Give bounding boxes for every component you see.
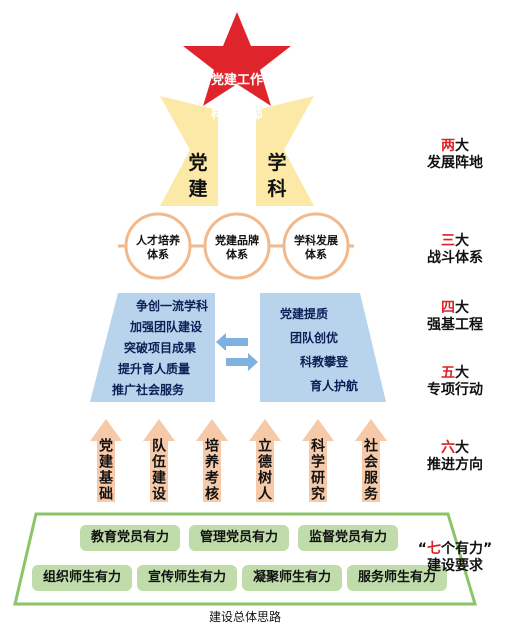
- right-action-shape: [260, 293, 386, 402]
- left-action-item: 争创一流学科: [136, 299, 209, 313]
- side-label-number: 五: [441, 365, 455, 381]
- requirement-pill: 管理党员有力: [189, 525, 289, 551]
- requirement-pill: 凝聚师生有力: [242, 565, 342, 591]
- side-label-prefix: “: [417, 541, 427, 557]
- requirement-pill: 监督党员有力: [298, 525, 398, 551]
- left-action-item: 加强团队建设: [130, 320, 203, 334]
- brand-system-label: 党建品牌 体系: [215, 234, 259, 261]
- discipline-system-label: 学科发展 体系: [294, 234, 338, 261]
- arrow-label-team-building: 队伍建设: [150, 438, 166, 502]
- right-action-item: 育人护航: [310, 379, 359, 393]
- side-label-number: 七: [427, 541, 441, 557]
- side-label-combat-systems: 三大 战斗体系: [395, 233, 515, 267]
- right-action-item: 团队创优: [290, 331, 339, 345]
- side-label-text: 强基工程: [427, 317, 483, 333]
- arrow-label-moral-education: 立德树人: [256, 438, 272, 502]
- left-action-shape: [90, 293, 215, 402]
- side-label-suffix: 大: [455, 365, 469, 381]
- left-action-item: 提升育人质量: [118, 362, 191, 376]
- side-label-requirements: “七个有力” 建设要求: [395, 541, 515, 575]
- right-action-item: 科教攀登: [300, 355, 349, 369]
- requirement-pill: 组织师生有力: [32, 565, 132, 591]
- side-label-directions: 六大 推进方向: [395, 440, 515, 474]
- requirement-pill: 宣传师生有力: [137, 565, 237, 591]
- talent-circle-shape: [124, 212, 192, 280]
- left-action-list: 争创一流学科 加强团队建设 突破项目成果 提升育人质量 推广社会服务: [112, 296, 208, 401]
- up-arrows-group: [90, 419, 387, 502]
- figure-caption: 建设总体思路: [208, 610, 281, 624]
- arrow-label-training-assessment: 培养考核: [203, 438, 219, 502]
- side-label-suffix: 大: [455, 440, 469, 456]
- requirements-frame: [13, 512, 478, 606]
- side-label-special-actions: 五大 专项行动: [395, 365, 515, 399]
- side-label-number: 四: [441, 300, 455, 316]
- arrow-label-social-service: 社会服务: [362, 438, 378, 502]
- right-action-list: 党建提质 团队创优 科教攀登 育人护航: [280, 302, 358, 398]
- exchange-arrows-icon: [216, 333, 258, 371]
- left-action-item: 突破项目成果: [124, 341, 197, 355]
- discipline-base-shape: [256, 96, 314, 206]
- arrow-label-party-foundation: 党建基础: [97, 438, 113, 502]
- brand-circle-shape: [203, 212, 271, 280]
- branch-title: 党建工作 样板支部: [200, 55, 274, 123]
- side-label-text: 发展阵地: [427, 155, 483, 171]
- side-label-suffix: 个有力”: [441, 541, 493, 557]
- side-label-number: 三: [441, 233, 455, 249]
- right-action-item: 党建提质: [280, 307, 329, 321]
- talent-system-label: 人才培养 体系: [136, 234, 180, 261]
- side-label-suffix: 大: [455, 233, 469, 249]
- side-label-development-bases: 两大 发展阵地: [395, 138, 515, 172]
- party-base-shape: [160, 96, 218, 206]
- side-label-number: 六: [441, 440, 455, 456]
- side-label-foundation-projects: 四大 强基工程: [395, 300, 515, 334]
- requirement-pill: 教育党员有力: [80, 525, 180, 551]
- side-label-number: 两: [441, 138, 455, 154]
- party-base-label: 党 建: [188, 152, 208, 200]
- side-label-text: 专项行动: [427, 382, 483, 398]
- arrow-label-scientific-research: 科学研究: [309, 438, 325, 502]
- discipline-circle-shape: [282, 212, 350, 280]
- side-label-text: 建设要求: [427, 558, 483, 574]
- branch-title-line2: 样板支部: [210, 107, 263, 122]
- side-label-text: 推进方向: [427, 457, 483, 473]
- left-action-item: 推广社会服务: [112, 383, 185, 397]
- star-shape: [183, 12, 291, 106]
- side-label-suffix: 大: [455, 138, 469, 154]
- requirement-pill: 服务师生有力: [347, 565, 447, 591]
- side-label-text: 战斗体系: [427, 250, 483, 266]
- discipline-base-label: 学 科: [267, 152, 287, 200]
- side-label-suffix: 大: [455, 300, 469, 316]
- branch-title-line1: 党建工作: [210, 73, 263, 88]
